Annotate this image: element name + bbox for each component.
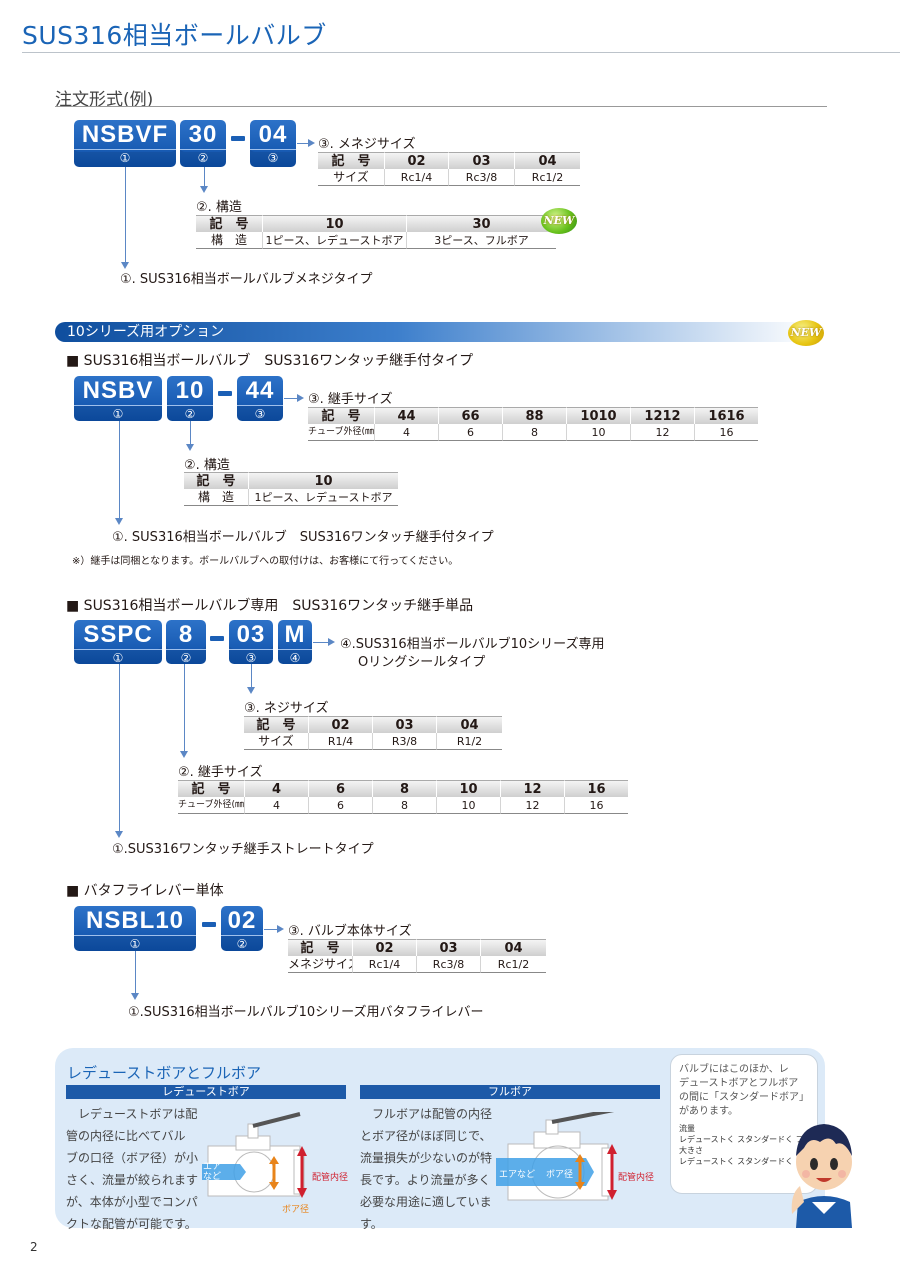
air-label: エア など bbox=[203, 1162, 222, 1182]
title-rule bbox=[22, 52, 900, 53]
type-label: ①. SUS316相当ボールバルブ SUS316ワンタッチ継手付タイプ bbox=[112, 530, 494, 545]
page-title: SUS316相当ボールバルブ bbox=[22, 21, 327, 50]
reduced-bore-text: レデューストボアは配管の内径に比べてバルブの口径（ボア径）が小さく、流量が絞られ… bbox=[66, 1107, 199, 1231]
code-dash bbox=[202, 922, 216, 927]
seal-type-label: ④.SUS316相当ボールバルブ10シリーズ専用 bbox=[340, 637, 605, 652]
air-label: エアなど bbox=[499, 1170, 536, 1180]
arrow-down bbox=[180, 751, 188, 758]
options-band: 10シリーズ用オプション bbox=[55, 322, 815, 342]
body-size-label: ③. バルブ本体サイズ bbox=[288, 924, 412, 939]
page-number: 2 bbox=[30, 1240, 38, 1254]
section-heading: ■ バタフライレバー単体 bbox=[66, 883, 224, 899]
full-bore-header: フルボア bbox=[360, 1085, 660, 1099]
mascot-illustration bbox=[791, 1124, 852, 1228]
new-badge: NEW bbox=[541, 208, 577, 234]
note: ※）継手は同梱となります。ボールバルブへの取付けは、お客様にて行ってください。 bbox=[72, 556, 459, 567]
pipe-bore-label: 配管内径 bbox=[312, 1173, 349, 1183]
pipe-bore-label: 配管内径 bbox=[618, 1173, 655, 1183]
code-dash bbox=[218, 391, 232, 396]
type-label: ①.SUS316ワンタッチ継手ストレートタイプ bbox=[112, 842, 374, 857]
arrow-down bbox=[115, 831, 123, 838]
reduced-bore-diagram bbox=[202, 1112, 307, 1198]
bore-label: ボア径 bbox=[282, 1205, 310, 1215]
full-bore-text: フルボアは配管の内径とボア径がほぼ同じで、流量損失が少ないのが特長です。より流量… bbox=[360, 1107, 493, 1231]
arrow-right bbox=[308, 139, 315, 147]
arrow-down bbox=[131, 993, 139, 1000]
bore-label: ボア径 bbox=[546, 1170, 574, 1180]
size-label: ③. メネジサイズ bbox=[318, 137, 416, 152]
fitting-size-label: ②. 継手サイズ bbox=[178, 765, 263, 780]
structure-label: ②. 構造 bbox=[196, 200, 242, 215]
seal-type-label: Oリングシールタイプ bbox=[358, 655, 486, 670]
type-label: ①. SUS316相当ボールバルブメネジタイプ bbox=[120, 272, 373, 287]
structure-label: ②. 構造 bbox=[184, 458, 230, 473]
size-label: ③. 継手サイズ bbox=[308, 392, 393, 407]
new-badge: NEW bbox=[788, 320, 824, 346]
code-dash bbox=[210, 636, 224, 641]
arrow-down bbox=[186, 444, 194, 451]
arrow-down bbox=[121, 262, 129, 269]
section-rule bbox=[55, 106, 827, 107]
code-dash bbox=[231, 136, 245, 141]
arrow-down bbox=[247, 687, 255, 694]
type-label: ①.SUS316相当ボールバルブ10シリーズ用バタフライレバー bbox=[128, 1005, 484, 1020]
arrow-down bbox=[115, 518, 123, 525]
section-heading: ■ SUS316相当ボールバルブ専用 SUS316ワンタッチ継手単品 bbox=[66, 598, 474, 614]
reduced-bore-header: レデューストボア bbox=[66, 1085, 346, 1099]
order-format-title: 注文形式(例) bbox=[55, 90, 154, 110]
arrow-right bbox=[328, 638, 335, 646]
section-heading: ■ SUS316相当ボールバルブ SUS316ワンタッチ継手付タイプ bbox=[66, 353, 474, 369]
full-bore-diagram bbox=[496, 1112, 617, 1201]
info-title: レデューストボアとフルボア bbox=[67, 1064, 261, 1082]
arrow-right bbox=[297, 394, 304, 402]
arrow-down bbox=[200, 186, 208, 193]
speech-bubble: バルブにはこのほか、レデューストボアとフルボアの間に「スタンダードボア」がありま… bbox=[670, 1054, 818, 1194]
thread-size-label: ③. ネジサイズ bbox=[244, 701, 329, 716]
arrow-right bbox=[277, 925, 284, 933]
